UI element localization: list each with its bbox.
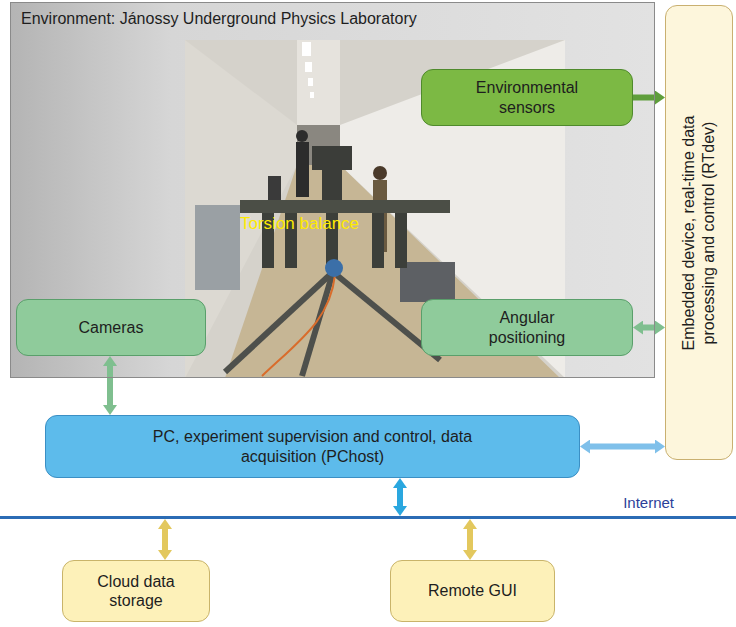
box-label: Cloud data storage: [73, 572, 199, 610]
box-label: Angular positioning: [467, 308, 587, 346]
person: [296, 130, 308, 142]
ceiling-light: [305, 62, 312, 72]
bus-label: Internet: [623, 494, 674, 512]
sensor-box: Environmental sensors: [421, 69, 633, 126]
tunnel-ceiling: [297, 40, 340, 125]
balance-tube: [395, 213, 407, 268]
positioning-box: Angular positioning: [421, 299, 633, 356]
ceiling-light: [310, 92, 314, 98]
embedded-device-box: Embedded device, real-time data processi…: [665, 5, 733, 460]
connector-arrow: [590, 444, 655, 450]
box-label: Embedded device, real-time data processi…: [679, 98, 719, 368]
cable: [262, 275, 335, 376]
person: [373, 166, 387, 180]
environment-ground: [10, 2, 655, 378]
connector-arrow: [643, 325, 655, 331]
remote-gui-box: Remote GUI: [390, 560, 555, 622]
connector-arrow: [397, 488, 403, 506]
box-label: Cameras: [79, 318, 144, 337]
figure-label: Torsion balance: [240, 214, 359, 234]
balance-column: [322, 170, 342, 202]
balance-beam: [240, 200, 450, 213]
tripod-leg: [302, 272, 333, 376]
connector-arrow: [107, 366, 113, 405]
host-pc-box: PC, experiment supervision and control, …: [45, 415, 580, 478]
box-label: Remote GUI: [428, 581, 517, 600]
equipment-case: [400, 262, 455, 302]
ceiling-light: [308, 78, 313, 86]
box-label: PC, experiment supervision and control, …: [143, 427, 483, 465]
positioning-motor: [325, 259, 343, 277]
box-label: Environmental sensors: [462, 78, 592, 116]
connector-arrow: [162, 529, 168, 550]
balance-head: [312, 146, 352, 170]
connector-arrow: [633, 95, 655, 101]
ceiling-light: [302, 42, 311, 56]
environment-panel: Environment: Jánossy Underground Physics…: [10, 2, 655, 378]
panel-title: Environment: Jánossy Underground Physics…: [11, 3, 427, 34]
equipment-rack: [195, 205, 240, 290]
person: [296, 142, 309, 197]
cloud-storage-box: Cloud data storage: [62, 560, 210, 622]
connector-arrow: [467, 529, 473, 550]
balance-tube: [372, 213, 384, 268]
camera-box: Cameras: [16, 299, 206, 356]
internet-bus: Internet: [0, 516, 736, 519]
